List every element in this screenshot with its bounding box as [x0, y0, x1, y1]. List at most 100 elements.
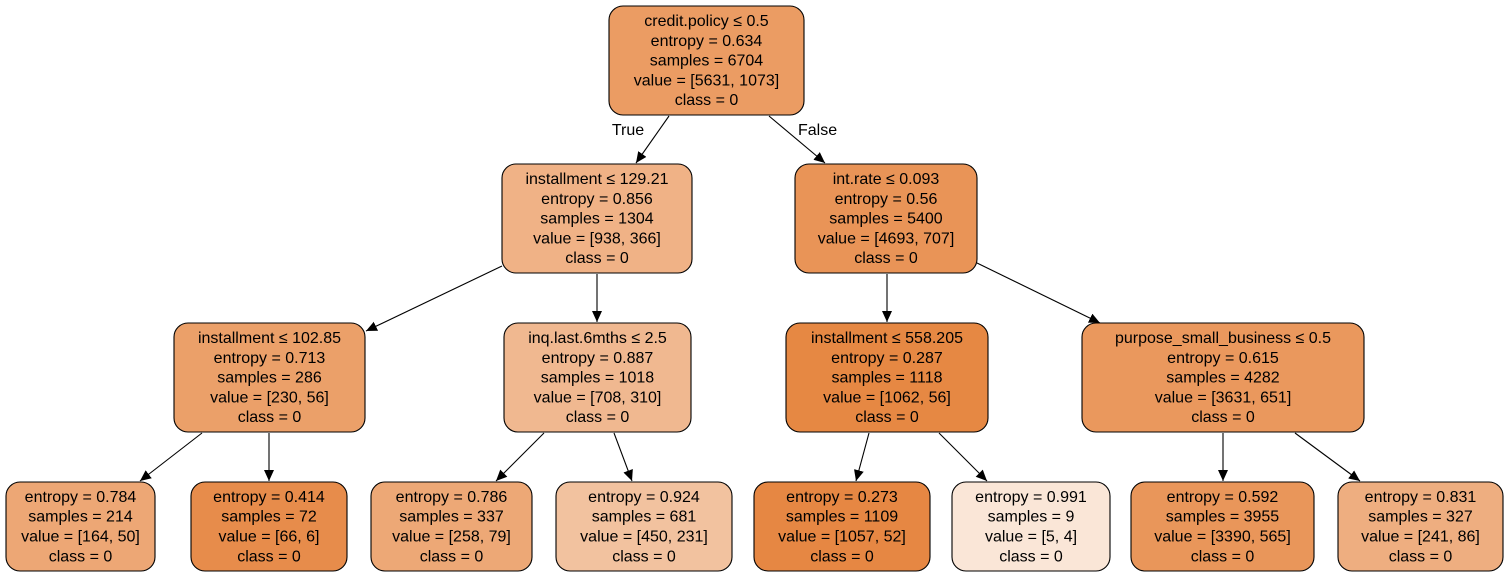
edge-n0-n2	[768, 115, 826, 164]
node-line: entropy = 0.273	[786, 489, 898, 506]
node-line: samples = 1109	[786, 509, 898, 526]
node-line: class = 0	[1389, 548, 1453, 565]
node-box	[753, 481, 931, 572]
node-line: value = [5, 4]	[985, 529, 1077, 546]
node-line: value = [1057, 52]	[778, 529, 906, 546]
node-line: entropy = 0.784	[25, 489, 137, 506]
node-line: installment ≤ 129.21	[525, 171, 668, 188]
tree-node-n3: installment ≤ 102.85 entropy = 0.713 sampl…	[173, 322, 366, 433]
node-line: entropy = 0.924	[588, 489, 700, 506]
edge-n4-n9	[495, 432, 545, 482]
node-line: value = [4693, 707]	[818, 230, 955, 247]
node-box	[608, 5, 805, 116]
tree-node-n1: installment ≤ 129.21 entropy = 0.856 sampl…	[501, 163, 693, 274]
node-line: entropy = 0.831	[1365, 489, 1477, 506]
edges-layer: True False	[139, 115, 1361, 482]
node-box	[794, 163, 978, 274]
node-line: value = [230, 56]	[210, 389, 329, 406]
edge-n5-n12	[938, 432, 988, 482]
node-line: entropy = 0.287	[831, 350, 943, 367]
node-line: class = 0	[1191, 409, 1255, 426]
node-line: value = [1062, 56]	[823, 389, 951, 406]
node-line: value = [241, 86]	[1361, 529, 1480, 546]
node-line: value = [258, 79]	[392, 529, 511, 546]
edge-n2-n6	[976, 262, 1101, 324]
node-box	[1081, 322, 1365, 433]
tree-node-n13: entropy = 0.592 samples = 3955 value = [33…	[1130, 481, 1315, 572]
node-box	[503, 322, 692, 433]
node-line: samples = 6704	[650, 53, 764, 70]
node-line: samples = 1304	[540, 211, 654, 228]
node-line: entropy = 0.713	[214, 350, 326, 367]
node-line: samples = 1018	[541, 370, 655, 387]
node-line: class = 0	[612, 548, 676, 565]
node-box	[173, 322, 366, 433]
node-line: class = 0	[675, 92, 739, 109]
tree-node-n7: entropy = 0.784 samples = 214 value = [164…	[5, 481, 156, 572]
node-line: entropy = 0.56	[835, 191, 938, 208]
node-box	[1337, 481, 1504, 572]
tree-node-n8: entropy = 0.414 samples = 72 value = [66, …	[190, 481, 348, 572]
node-line: class = 0	[565, 250, 629, 267]
node-line: entropy = 0.414	[213, 489, 325, 506]
node-line: class = 0	[855, 409, 919, 426]
node-line: purpose_small_business ≤ 0.5	[1115, 330, 1331, 347]
node-box	[5, 481, 156, 572]
tree-node-n6: purpose_small_business ≤ 0.5 entropy = 0.…	[1081, 322, 1365, 433]
tree-node-n0: credit.policy ≤ 0.5 entropy = 0.634 sample…	[608, 5, 805, 116]
node-line: class = 0	[999, 548, 1063, 565]
node-line: value = [5631, 1073]	[634, 72, 779, 89]
node-line: inq.last.6mths ≤ 2.5	[528, 330, 667, 347]
node-line: installment ≤ 102.85	[198, 330, 341, 347]
node-line: samples = 327	[1368, 509, 1473, 526]
node-line: entropy = 0.856	[541, 191, 653, 208]
node-line: value = [708, 310]	[534, 389, 662, 406]
node-line: entropy = 0.615	[1167, 350, 1279, 367]
node-line: samples = 286	[217, 370, 322, 387]
node-line: samples = 681	[592, 509, 697, 526]
node-line: samples = 5400	[829, 211, 943, 228]
node-line: class = 0	[237, 548, 301, 565]
node-line: entropy = 0.592	[1167, 489, 1279, 506]
node-line: class = 0	[49, 548, 113, 565]
node-line: samples = 3955	[1166, 509, 1280, 526]
tree-node-n2: int.rate ≤ 0.093 entropy = 0.56 samples = …	[794, 163, 978, 274]
edge-label-false: False	[798, 122, 837, 139]
tree-node-n11: entropy = 0.273 samples = 1109 value = [10…	[753, 481, 931, 572]
node-line: credit.policy ≤ 0.5	[644, 13, 768, 30]
node-line: samples = 9	[988, 509, 1075, 526]
node-line: samples = 214	[28, 509, 133, 526]
node-line: value = [450, 231]	[580, 529, 708, 546]
node-box	[190, 481, 348, 572]
edge-n6-n14	[1294, 432, 1361, 482]
node-line: installment ≤ 558.205	[811, 330, 963, 347]
node-box	[785, 322, 989, 433]
node-line: value = [3390, 565]	[1154, 529, 1291, 546]
edge-n4-n10	[613, 432, 633, 482]
tree-node-n14: entropy = 0.831 samples = 327 value = [241…	[1337, 481, 1504, 572]
node-box	[555, 481, 733, 572]
node-line: class = 0	[238, 409, 302, 426]
node-line: entropy = 0.634	[651, 33, 763, 50]
edge-n0-n1	[635, 115, 670, 164]
node-box	[370, 481, 533, 572]
nodes-layer: credit.policy ≤ 0.5 entropy = 0.634 sample…	[5, 5, 1504, 572]
node-line: samples = 337	[399, 509, 504, 526]
edge-n1-n3	[365, 265, 503, 332]
node-line: class = 0	[566, 409, 630, 426]
tree-node-n4: inq.last.6mths ≤ 2.5 entropy = 0.887 sampl…	[503, 322, 692, 433]
node-box	[1130, 481, 1315, 572]
node-line: class = 0	[810, 548, 874, 565]
edge-label-true: True	[612, 122, 644, 139]
node-line: value = [66, 6]	[219, 529, 320, 546]
node-line: samples = 72	[221, 509, 317, 526]
node-line: entropy = 0.887	[542, 350, 654, 367]
node-line: int.rate ≤ 0.093	[833, 171, 940, 188]
node-line: samples = 4282	[1166, 370, 1280, 387]
edge-n5-n11	[854, 432, 870, 482]
node-line: value = [164, 50]	[21, 529, 140, 546]
node-box	[501, 163, 693, 274]
